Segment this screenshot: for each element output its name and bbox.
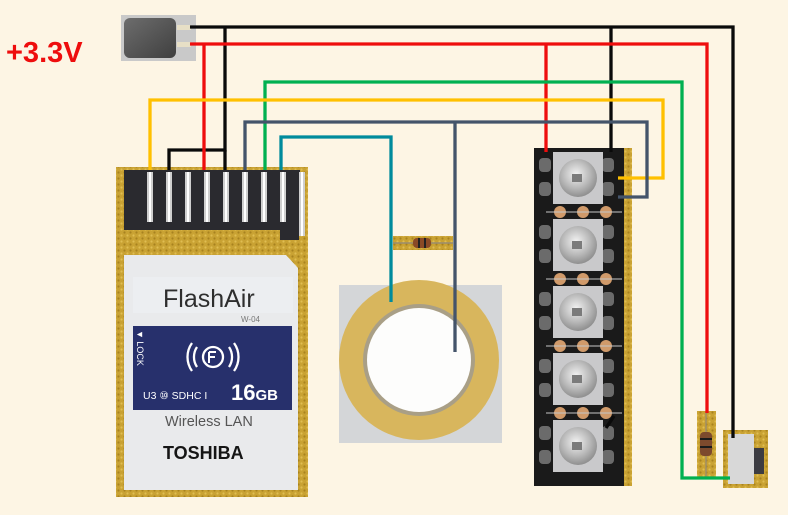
led-pad [539,225,551,239]
led-pad [602,316,614,330]
sd-card-pin [223,172,229,222]
sd-card-pin [147,172,153,222]
slide-switch [723,430,768,488]
led-pad [602,225,614,239]
sd-card-pin [280,172,286,222]
wire-piezo-b [279,135,393,302]
battery-terminal-positive [177,42,191,47]
sd-card-pin [242,172,248,222]
battery-terminal-negative [177,25,191,30]
led [539,219,622,285]
sd-card-pin [166,172,172,222]
wire-gnd-led-tail [604,415,616,429]
sd-card-pin [204,172,210,222]
sd-card-connector [124,170,300,230]
led-pad [539,450,551,464]
led [539,353,622,419]
piezo-ceramic [367,308,471,412]
wire-piezo-a [243,120,649,199]
led-pad [602,249,614,263]
sd-card-model: W-04 [241,315,261,324]
led-pad [602,158,614,172]
wire-vcc-main [190,42,709,413]
led-pad [602,292,614,306]
sd-card-pin [261,172,267,222]
piezo-buzzer [339,280,502,443]
sd-card-capacity-unit: GB [255,387,278,404]
sd-card-manufacturer: TOSHIBA [163,443,244,463]
led [539,286,622,352]
sd-card-pin [185,172,191,222]
led-pad [539,249,551,263]
led-pad [539,359,551,373]
wire-gnd-sd [167,27,227,170]
led-pad [539,292,551,306]
slide-switch-knob [754,448,764,474]
supply-voltage-label: +3.3V [6,37,83,69]
sd-card [116,167,308,497]
battery [121,15,196,61]
led-pad [602,383,614,397]
resistor [393,236,453,250]
led-pad [539,158,551,172]
led [539,420,614,472]
sd-card-capacity: 16GB [231,380,278,405]
sd-card-brand: FlashAir [163,285,255,313]
sd-card-pin [299,172,305,236]
led-pad [539,383,551,397]
wire-gnd-main [190,25,735,438]
led-pad [602,450,614,464]
wifi-logo-icon [186,342,240,372]
sd-card-badges: U3 ⑩ SDHC I [143,390,207,402]
resistor [697,411,716,477]
wire-switch-sense [263,80,730,480]
led-pad [602,182,614,196]
sd-card-wireless-label: Wireless LAN [165,414,253,430]
battery-body [124,18,176,58]
led-pad [539,182,551,196]
led-pad [602,359,614,373]
sd-card-capacity-value: 16 [231,380,255,405]
led-pad [539,316,551,330]
led-pad [602,426,614,440]
led-strip-leds [539,152,622,472]
sd-card-pins [147,172,305,236]
led [539,152,622,218]
sd-card-lock-label: ▼ LOCK [135,330,145,366]
led-pad [539,426,551,440]
